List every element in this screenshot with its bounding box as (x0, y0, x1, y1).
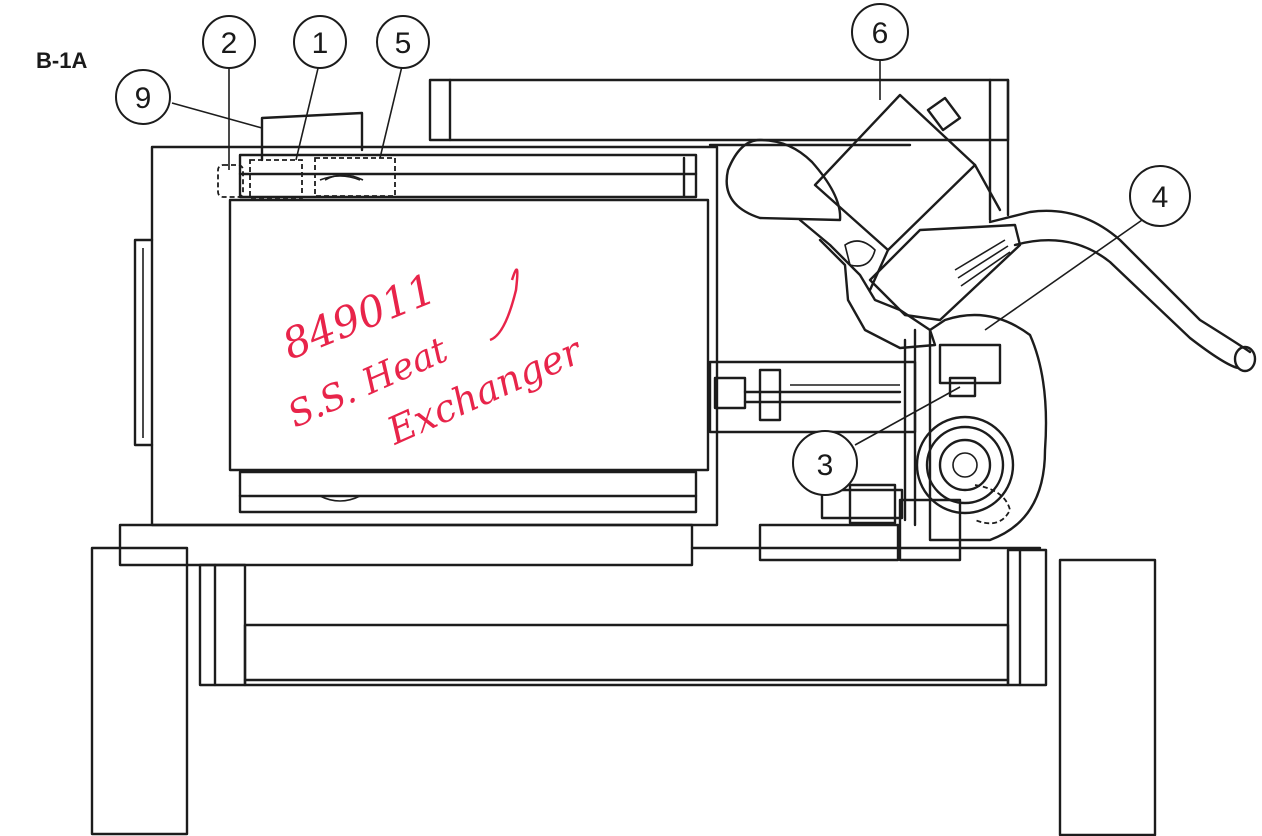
callout-9: 9 (115, 69, 171, 125)
callout-4: 4 (1129, 165, 1191, 227)
callout-3: 3 (792, 430, 858, 496)
svg-text:1: 1 (312, 27, 329, 60)
control-box (813, 93, 1002, 292)
figure-id-label: B-1A (36, 48, 87, 73)
callout-5: 5 (376, 15, 430, 69)
handle-rail (868, 209, 1257, 373)
svg-text:9: 9 (135, 82, 152, 115)
svg-text:3: 3 (817, 449, 834, 482)
grille (954, 239, 1011, 287)
burner-assembly (725, 138, 937, 350)
callout-1: 1 (293, 15, 347, 69)
handwritten-annotation: 849011 S.S. Heat Exchanger (275, 264, 590, 454)
svg-text:4: 4 (1152, 181, 1169, 214)
top-fittings (217, 111, 396, 199)
heat-exchanger-core (228, 153, 710, 514)
motor-assembly (820, 328, 977, 562)
back-housing (428, 78, 1010, 222)
svg-text:2: 2 (221, 27, 238, 60)
callout-2: 2 (202, 15, 256, 69)
base-skid (118, 523, 1042, 567)
drive-shaft (708, 360, 917, 434)
svg-text:5: 5 (395, 27, 412, 60)
support-frame (90, 546, 1157, 836)
svg-text:6: 6 (872, 17, 889, 50)
callout-leaders (171, 59, 1146, 446)
blower-housing (915, 313, 1048, 542)
callout-6: 6 (851, 3, 909, 61)
